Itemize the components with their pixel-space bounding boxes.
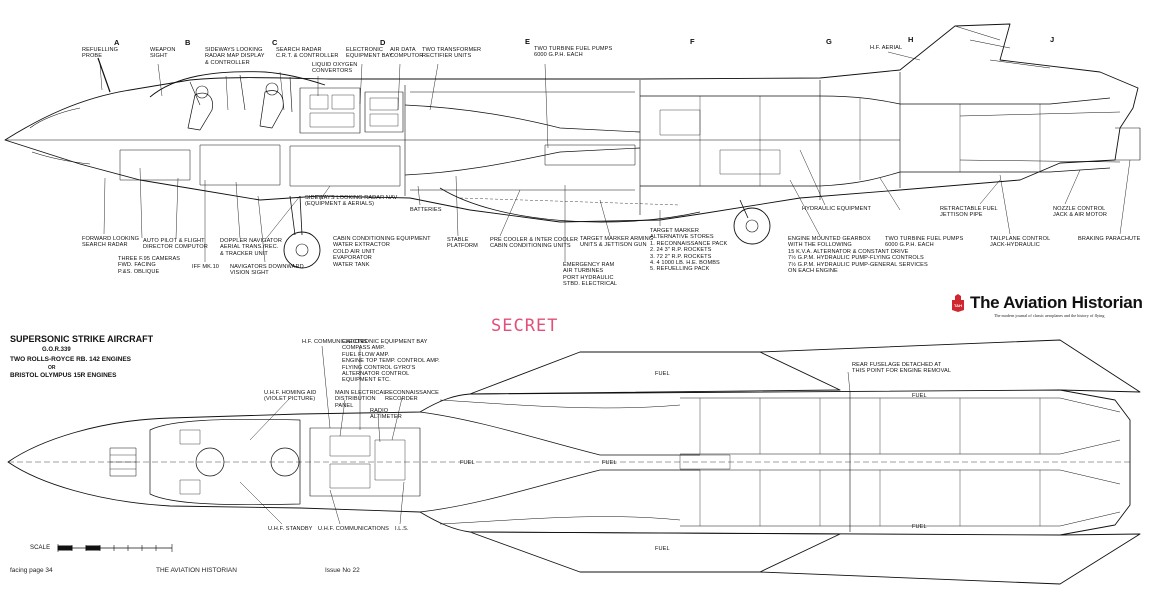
- label-uhf-comms: U.H.F. COMMUNICATIONS: [318, 526, 389, 532]
- scale-bar: [57, 544, 173, 552]
- footer-left: facing page 34: [10, 567, 53, 574]
- side-leader-lines: [99, 51, 1131, 263]
- station-letter-j: J: [1050, 35, 1055, 44]
- plan-wing-upper: [469, 351, 841, 395]
- label-batteries: BATTERIES: [410, 207, 442, 213]
- station-letter-g: G: [826, 37, 832, 46]
- side-fuselage-outline: [4, 23, 1139, 223]
- label-iff: IFF MK.10: [192, 264, 220, 270]
- label-sideways-radar-nav: SIDEWAYS LOOKING RADAR NAV(EQUIPMENT & A…: [305, 195, 398, 208]
- footer-right: Issue No 22: [325, 567, 360, 574]
- brand-name: The Aviation Historian: [970, 293, 1143, 312]
- title-line-1: SUPERSONIC STRIKE AIRCRAFT: [10, 334, 154, 344]
- label-fuel-wing-tip-lower: FUEL: [912, 524, 927, 530]
- label-uhf-standby: U.H.F. STANDBY: [268, 526, 313, 532]
- station-letter-f: F: [690, 37, 695, 46]
- title-line-5: BRISTOL OLYMPUS 15R ENGINES: [10, 372, 117, 379]
- scale-label: SCALE: [30, 545, 51, 551]
- station-letter-h: H: [908, 35, 914, 44]
- side-canopy: [149, 71, 326, 98]
- footer-center: THE AVIATION HISTORIAN: [156, 567, 237, 574]
- label-hydraulic: HYDRAULIC EQUIPMENT: [802, 206, 872, 212]
- plan-view: [7, 339, 1141, 585]
- plan-leader-lines: [239, 345, 851, 525]
- station-letter-b: B: [185, 38, 191, 47]
- station-letter-e: E: [525, 37, 531, 46]
- label-ils: I.L.S.: [395, 526, 409, 532]
- label-fuel-wing-tip-upper: FUEL: [912, 393, 927, 399]
- station-letter-d: D: [380, 38, 386, 47]
- brand-logo: TAH The Aviation Historian The modern jo…: [950, 293, 1143, 323]
- label-hf-comms: H.F. COMMUNICATIONS: [302, 339, 368, 345]
- label-fuel-wing-upper: FUEL: [655, 371, 670, 377]
- label-hf-aerial: H.F. AERIAL: [870, 45, 903, 51]
- brand-tagline: The modern journal of classic aeroplanes…: [994, 313, 1105, 318]
- title-line-4: OR: [48, 365, 56, 371]
- station-letter-c: C: [272, 38, 278, 47]
- secret-stamp: SECRET: [491, 316, 559, 336]
- label-fuel-wing-lower: FUEL: [655, 546, 670, 552]
- plan-fuselage-outline: [7, 389, 1131, 536]
- label-uhf-homing: U.H.F. HOMING AID(VIOLET PICTURE): [264, 390, 317, 403]
- side-elevation: [4, 23, 1141, 269]
- title-line-3: TWO ROLLS-ROYCE RB. 142 ENGINES: [10, 356, 131, 363]
- label-parachute: BRAKING PARACHUTE: [1078, 236, 1141, 242]
- tah-emblem-icon: TAH: [952, 294, 964, 312]
- svg-text:TAH: TAH: [954, 303, 962, 308]
- title-line-2: G.O.R.339: [42, 347, 71, 353]
- label-fuel-centre: FUEL: [602, 460, 617, 466]
- label-fuel-forward: FUEL: [460, 460, 475, 466]
- station-letter-a: A: [114, 38, 120, 47]
- plan-wing-lower: [469, 531, 841, 573]
